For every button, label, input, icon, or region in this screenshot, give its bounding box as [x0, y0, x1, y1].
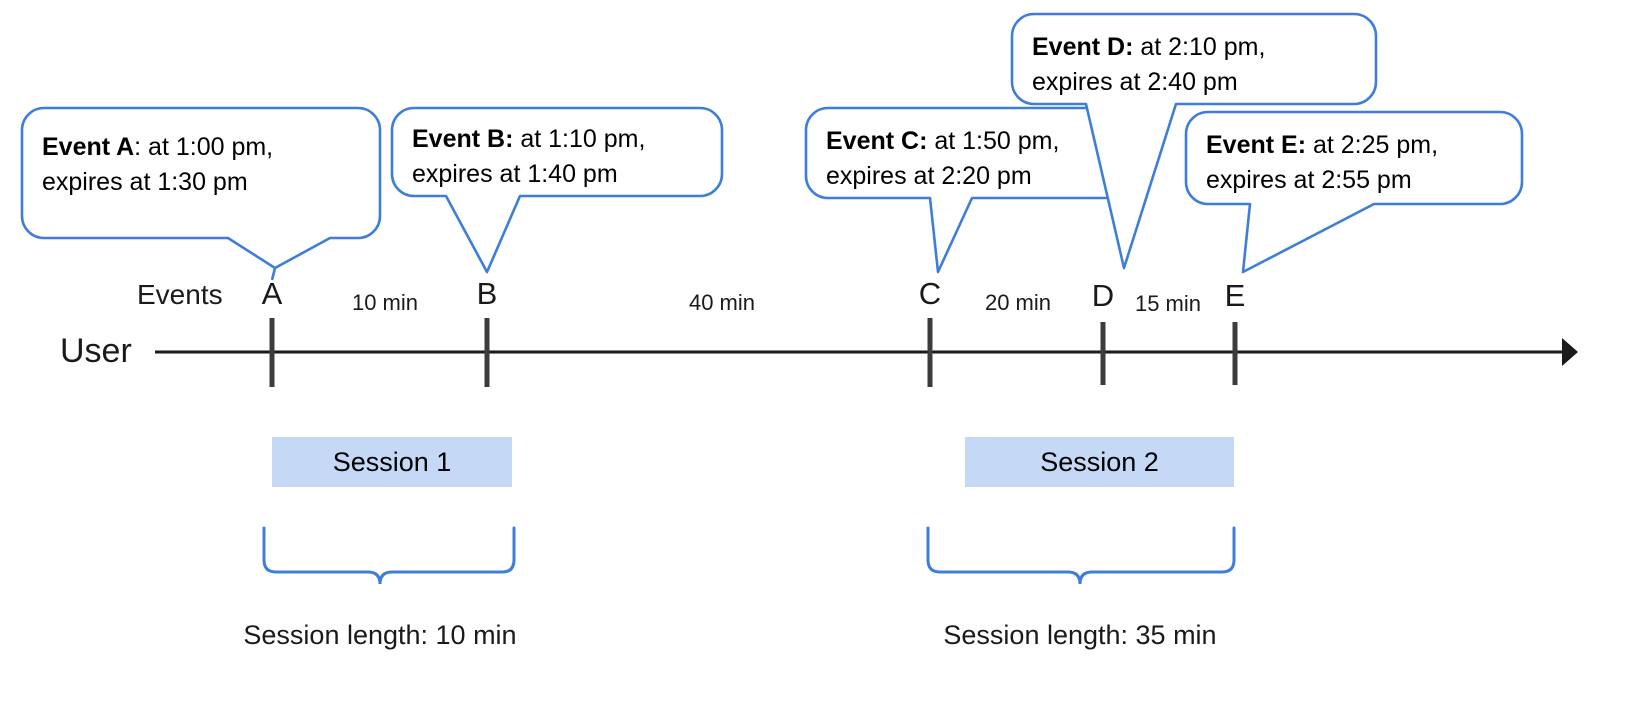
gap-label-a-to-b: 10 min	[351, 290, 419, 315]
session-1-brace	[262, 526, 516, 585]
session-2-label: Session 2	[1040, 446, 1159, 477]
gap-label-d-to-e: 15 min	[1134, 291, 1202, 316]
callout-event-name-a: Event A	[42, 133, 135, 161]
session-2-length-label: Session length: 35 min	[943, 620, 1217, 650]
timeline-arrow-head	[1562, 338, 1578, 366]
tick-label-event-e: E	[1224, 278, 1246, 313]
callout-bubble-event-e	[1184, 110, 1524, 274]
callout-event-name-c: Event C:	[826, 127, 928, 155]
callout-expiry-b: expires at 1:40 pm	[412, 160, 618, 188]
callout-expiry-d: expires at 2:40 pm	[1032, 68, 1238, 96]
callout-bubble-event-a	[20, 106, 382, 270]
session-1-box[interactable]: Session 1	[272, 437, 512, 487]
callout-label-event-d: Event D: at 2:10 pm, expires at 2:40 pm	[1032, 30, 1265, 100]
callout-start-e: at 2:25 pm,	[1306, 131, 1439, 159]
callout-event-name-b: Event B:	[412, 125, 514, 153]
tick-label-event-b: B	[476, 276, 498, 311]
session-1-label: Session 1	[332, 446, 452, 477]
callout-label-event-e: Event E: at 2:25 pm, expires at 2:55 pm	[1206, 128, 1438, 198]
axis-row-label-user: User	[60, 332, 132, 370]
callout-start-d: at 2:10 pm,	[1133, 33, 1266, 61]
gap-label-b-to-c: 40 min	[688, 290, 756, 315]
callout-start-a: : at 1:00 pm,	[134, 133, 274, 161]
events-row-label: Events	[137, 279, 223, 310]
callout-event-name-d: Event D:	[1032, 33, 1134, 61]
callout-bubble-event-b	[390, 106, 724, 274]
callout-expiry-c: expires at 2:20 pm	[826, 162, 1032, 190]
tick-label-event-d: D	[1091, 278, 1115, 313]
session-2-brace	[926, 526, 1236, 585]
callout-start-b: at 1:10 pm,	[513, 125, 646, 153]
gap-label-c-to-d: 20 min	[984, 290, 1052, 315]
callout-label-event-c: Event C: at 1:50 pm, expires at 2:20 pm	[826, 124, 1059, 194]
callout-label-event-b: Event B: at 1:10 pm, expires at 1:40 pm	[412, 122, 645, 192]
callout-tail-event-a	[270, 267, 277, 281]
callout-expiry-a: expires at 1:30 pm	[42, 168, 248, 196]
callout-event-name-e: Event E:	[1206, 131, 1307, 159]
callout-label-event-a: Event A: at 1:00 pm, expires at 1:30 pm	[42, 130, 273, 200]
tick-label-event-c: C	[918, 276, 942, 311]
callout-bubble-event-d	[1010, 12, 1378, 270]
session-1-length-label: Session length: 10 min	[243, 620, 517, 650]
callout-expiry-e: expires at 2:55 pm	[1206, 166, 1412, 194]
session-2-box[interactable]: Session 2	[965, 437, 1234, 487]
callout-start-c: at 1:50 pm,	[927, 127, 1060, 155]
tick-label-event-a: A	[261, 276, 283, 311]
